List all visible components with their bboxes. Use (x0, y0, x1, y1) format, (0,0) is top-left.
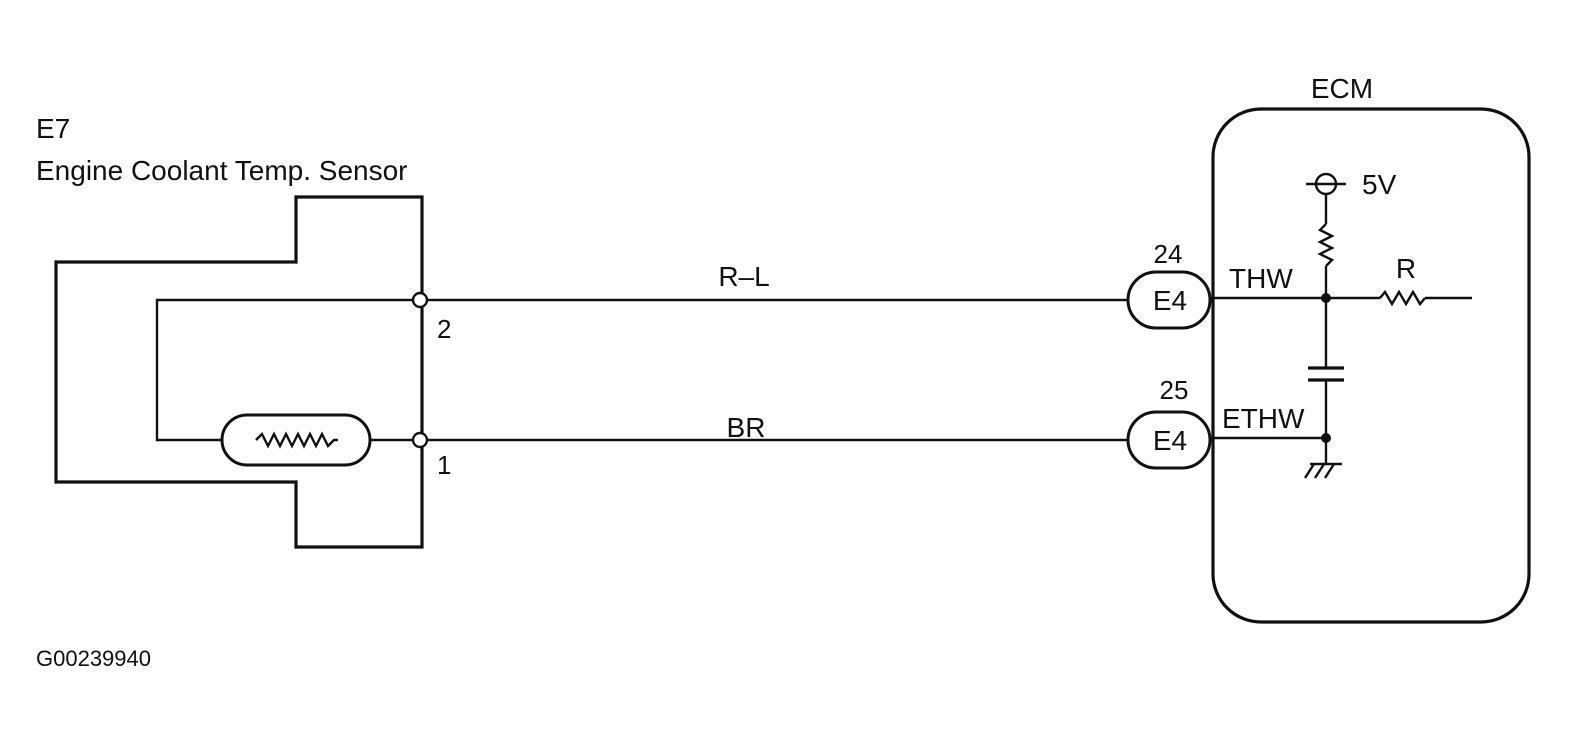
ecm-box (1211, 107, 1531, 624)
thw-label: THW (1229, 263, 1293, 294)
ground-hatch-1 (1303, 463, 1316, 479)
wire-br-label: BR (727, 412, 766, 443)
figure-id: G00239940 (36, 646, 151, 671)
connector-bottom-pin: 25 (1160, 375, 1189, 405)
sensor-body (54, 195, 424, 549)
connector-bottom (1126, 410, 1212, 470)
wire-r-l-label: R–L (718, 261, 769, 292)
pullup-resistor-icon (1317, 223, 1335, 267)
connector-top-name: E4 (1153, 285, 1187, 316)
sensor-name: Engine Coolant Temp. Sensor (36, 155, 408, 186)
supply-label: 5V (1362, 169, 1397, 200)
ethw-label: ETHW (1222, 403, 1305, 434)
connector-top-pin: 24 (1154, 239, 1183, 269)
ground-hatch-3 (1323, 463, 1336, 479)
sensor-pin-1: 1 (437, 450, 451, 480)
ecm-title: ECM (1311, 73, 1373, 104)
sensor-code: E7 (36, 113, 70, 144)
sensor-terminal-2 (411, 291, 429, 309)
ground-hatch-2 (1313, 463, 1326, 479)
sensor-terminal-1 (411, 431, 429, 449)
sensor-pin-2: 2 (437, 314, 451, 344)
thermistor-resistor-icon (255, 431, 338, 449)
input-resistor-icon (1379, 289, 1426, 307)
resistor-label: R (1396, 253, 1416, 284)
sensor-internal-loop (155, 298, 422, 442)
connector-top (1126, 270, 1212, 330)
connector-bottom-name: E4 (1153, 425, 1187, 456)
